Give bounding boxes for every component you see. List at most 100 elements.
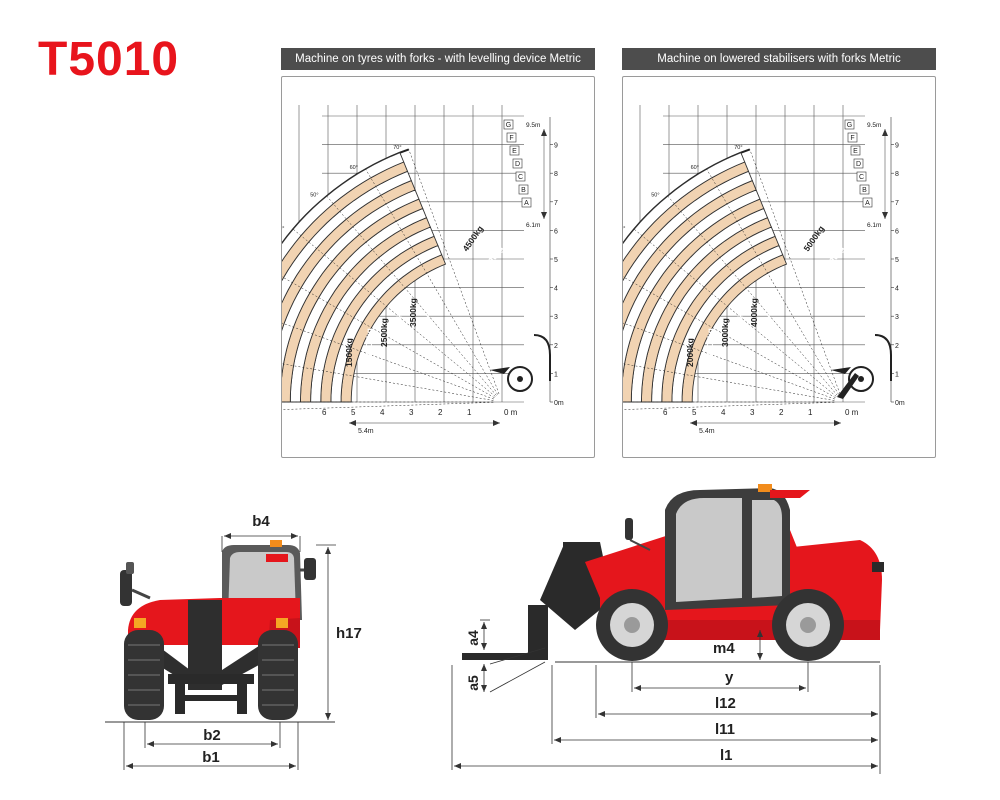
height-tick: 2 bbox=[895, 343, 899, 350]
height-tick: 9 bbox=[895, 143, 899, 150]
angle-line bbox=[408, 149, 500, 395]
extension-letter: C bbox=[859, 174, 864, 181]
height-tick: 6 bbox=[554, 228, 558, 235]
load-zone-label: 4000kg bbox=[749, 298, 759, 327]
load-zone-label: 5000kg bbox=[480, 244, 505, 273]
max-height-label: 9.5m bbox=[526, 122, 540, 129]
extension-letter: G bbox=[506, 122, 511, 129]
angle-line bbox=[623, 402, 835, 410]
extension-box bbox=[518, 184, 529, 195]
height-tick: 5 bbox=[554, 257, 558, 264]
side-view: a4 a5 m4 y l12 l11 l1 bbox=[451, 484, 884, 774]
height-tick: 4 bbox=[895, 286, 899, 293]
reach-tick: 5 bbox=[351, 408, 356, 417]
angle-label: 70° bbox=[734, 145, 742, 151]
height-at-reach-label: 6.1m bbox=[526, 222, 540, 229]
dim-a5: a5 bbox=[465, 675, 481, 691]
extension-letter: A bbox=[524, 200, 529, 207]
extension-letter: B bbox=[521, 187, 526, 194]
load-chart-tyres: -2°0°10°20°30°40°50°60°70°ABCDEFG1500kg2… bbox=[282, 105, 564, 435]
angle-line bbox=[282, 402, 494, 410]
extension-letter: E bbox=[853, 148, 858, 155]
reach-tick: 3 bbox=[750, 408, 755, 417]
extension-letter: D bbox=[515, 161, 520, 168]
reach-tick: 1 bbox=[467, 408, 472, 417]
front-view: b4 h17 b2 b1 bbox=[105, 513, 362, 770]
beacon-icon bbox=[270, 540, 282, 547]
angle-label: 50° bbox=[651, 192, 659, 198]
dim-a4: a4 bbox=[465, 630, 481, 646]
extension-letter: A bbox=[865, 200, 870, 207]
height-tick: 6 bbox=[895, 228, 899, 235]
max-height-label: 9.5m bbox=[867, 122, 881, 129]
extension-box bbox=[859, 184, 870, 195]
height-tick: 5 bbox=[895, 257, 899, 264]
load-zone-label: 3000kg bbox=[394, 308, 404, 337]
load-chart-tyres-panel: -2°0°10°20°30°40°50°60°70°ABCDEFG1500kg2… bbox=[281, 76, 595, 458]
machine-dimension-drawings: b4 h17 b2 b1 bbox=[105, 484, 884, 774]
reach-tick: 5 bbox=[692, 408, 697, 417]
extension-box bbox=[853, 158, 864, 169]
extension-box bbox=[506, 132, 517, 143]
extension-box bbox=[862, 197, 873, 208]
reach-tick: 2 bbox=[779, 408, 784, 417]
load-chart-stabilisers-panel: -2°0°10°20°30°40°50°60°70°ABCDEFG2000kg2… bbox=[622, 76, 936, 458]
extension-box bbox=[847, 132, 858, 143]
reach-tick: 0 m bbox=[845, 408, 859, 417]
height-tick: 9 bbox=[554, 143, 558, 150]
extension-box bbox=[503, 119, 514, 130]
angle-line bbox=[749, 149, 841, 395]
height-tick: 3 bbox=[895, 314, 899, 321]
load-zone-label: 2000kg bbox=[364, 328, 374, 357]
reach-tick: 6 bbox=[663, 408, 668, 417]
load-zone-label: 3500kg bbox=[408, 298, 418, 327]
load-chart-stabilisers: -2°0°10°20°30°40°50°60°70°ABCDEFG2000kg2… bbox=[623, 105, 905, 435]
load-zone-label: 2500kg bbox=[379, 318, 389, 347]
angle-label: 40° bbox=[623, 226, 626, 232]
front-wheel bbox=[596, 589, 668, 661]
dim-l11: l11 bbox=[715, 721, 735, 738]
rear-wheel bbox=[772, 589, 844, 661]
load-zone-label: 2500kg bbox=[705, 328, 715, 357]
dim-m4: m4 bbox=[713, 640, 735, 657]
height-tick: 2 bbox=[554, 343, 558, 350]
dim-l12: l12 bbox=[715, 695, 736, 712]
extension-box bbox=[850, 145, 861, 156]
extension-box bbox=[509, 145, 520, 156]
load-zone-label: 4000kg bbox=[422, 288, 432, 317]
beacon-side-icon bbox=[758, 484, 772, 492]
reach-tick: 4 bbox=[380, 408, 385, 417]
extension-letter: F bbox=[509, 135, 513, 142]
load-band bbox=[623, 152, 746, 262]
reach-tick: 6 bbox=[322, 408, 327, 417]
extension-box bbox=[515, 171, 526, 182]
angle-line bbox=[365, 169, 498, 395]
angle-label: 70° bbox=[393, 145, 401, 151]
height-tick: 8 bbox=[895, 171, 899, 178]
dim-h17: h17 bbox=[336, 625, 362, 642]
extension-letter: D bbox=[856, 161, 861, 168]
reach-tick: 2 bbox=[438, 408, 443, 417]
pivot-icon bbox=[490, 367, 510, 374]
mirror-left-icon bbox=[120, 570, 132, 606]
fork-tine bbox=[462, 653, 548, 660]
dim-b2: b2 bbox=[203, 727, 221, 744]
angle-label: 60° bbox=[350, 165, 358, 171]
mirror-right-icon bbox=[304, 558, 316, 580]
pivot-icon bbox=[831, 367, 851, 374]
chart-header-stabilisers: Machine on lowered stabilisers with fork… bbox=[622, 48, 936, 70]
reach-tick: 3 bbox=[409, 408, 414, 417]
stabiliser-icon bbox=[837, 373, 859, 399]
reach-tick: 4 bbox=[721, 408, 726, 417]
height-tick: 0m bbox=[895, 400, 905, 407]
max-reach-label: 5.4m bbox=[699, 428, 715, 435]
height-tick: 7 bbox=[895, 200, 899, 207]
extension-box bbox=[856, 171, 867, 182]
extension-letter: E bbox=[512, 148, 517, 155]
load-zone-label: 4500kg bbox=[763, 288, 773, 317]
load-zone-label: 3000kg bbox=[720, 318, 730, 347]
load-zone-label: 2000kg bbox=[685, 338, 695, 367]
height-at-reach-label: 6.1m bbox=[867, 222, 881, 229]
chart-header-tyres: Machine on tyres with forks - with level… bbox=[281, 48, 595, 70]
model-title: T5010 bbox=[38, 33, 180, 86]
